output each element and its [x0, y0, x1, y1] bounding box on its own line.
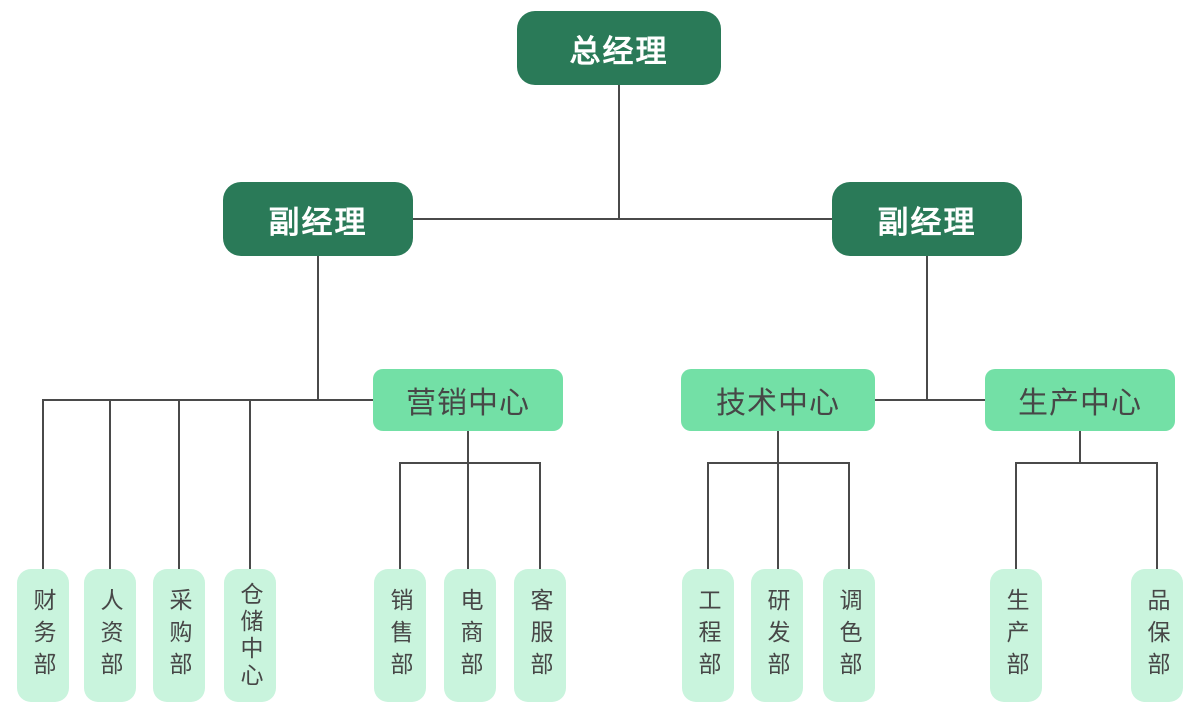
node-warehouse-center[interactable]: 仓储中心 [224, 569, 276, 702]
connector-right-branch-horizontal [875, 399, 985, 401]
node-ecommerce-dept[interactable]: 电商部 [444, 569, 496, 702]
connector-left-branch-horizontal [42, 399, 374, 401]
connector-root-down [618, 85, 620, 220]
connector-deputy-left-down [317, 256, 319, 401]
node-customer-service-dept[interactable]: 客服部 [514, 569, 566, 702]
connector-drop-production-dept [1015, 462, 1017, 569]
node-engineering-dept[interactable]: 工程部 [682, 569, 734, 702]
connector-drop-hr [109, 399, 111, 569]
connector-marketing-down [467, 431, 469, 569]
node-hr-dept[interactable]: 人资部 [84, 569, 136, 702]
connector-drop-color-lab [848, 462, 850, 569]
connector-deputies-horizontal [413, 218, 833, 220]
connector-production-horizontal [1015, 462, 1158, 464]
node-deputy-manager-left[interactable]: 副经理 [223, 182, 413, 256]
node-general-manager[interactable]: 总经理 [517, 11, 721, 85]
node-production-dept[interactable]: 生产部 [990, 569, 1042, 702]
connector-deputy-right-down [926, 256, 928, 401]
connector-drop-purchasing [178, 399, 180, 569]
node-purchasing-dept[interactable]: 采购部 [153, 569, 205, 702]
node-quality-assurance-dept[interactable]: 品保部 [1131, 569, 1183, 702]
connector-drop-quality [1156, 462, 1158, 569]
node-production-center[interactable]: 生产中心 [985, 369, 1175, 431]
node-sales-dept[interactable]: 销售部 [374, 569, 426, 702]
connector-drop-finance [42, 399, 44, 569]
connector-drop-engineering [707, 462, 709, 569]
connector-production-down [1079, 431, 1081, 464]
connector-marketing-horizontal [399, 462, 541, 464]
node-color-lab-dept[interactable]: 调色部 [823, 569, 875, 702]
connector-technology-down [777, 431, 779, 569]
connector-drop-sales [399, 462, 401, 569]
node-rnd-dept[interactable]: 研发部 [751, 569, 803, 702]
connector-drop-customer-service [539, 462, 541, 569]
node-finance-dept[interactable]: 财务部 [17, 569, 69, 702]
connector-drop-warehouse [249, 399, 251, 569]
connector-technology-horizontal [707, 462, 850, 464]
node-technology-center[interactable]: 技术中心 [681, 369, 875, 431]
node-deputy-manager-right[interactable]: 副经理 [832, 182, 1022, 256]
node-marketing-center[interactable]: 营销中心 [373, 369, 563, 431]
